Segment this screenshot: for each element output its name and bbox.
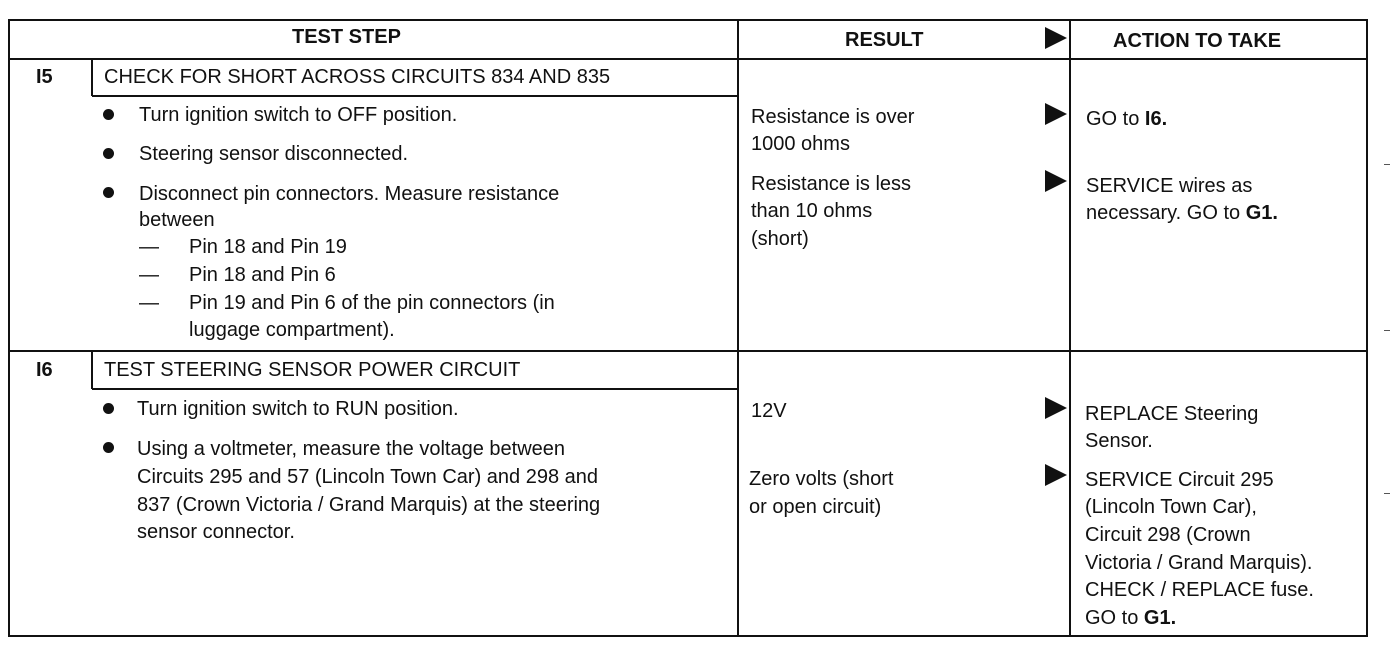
i6-bullet-2-line2: Circuits 295 and 57 (Lincoln Town Car) a… [137, 466, 599, 488]
i6-action-2-text: GO to [1085, 607, 1144, 629]
i6-id-divider [91, 351, 93, 389]
i5-result-2-line1: Resistance is less [751, 173, 912, 195]
dash-icon: — [139, 264, 159, 286]
i5-result-1-line1: Resistance is over [751, 106, 915, 128]
i6-bullet-2-line4: sensor connector. [137, 521, 295, 543]
i5-result-1-line2: 1000 ohms [751, 133, 850, 155]
i6-action-2-line6: GO to G1. [1085, 605, 1176, 631]
i5-action-2-text: necessary. GO to [1086, 202, 1246, 224]
i6-result-1: 12V [751, 400, 787, 422]
result-arrow-icon [1045, 103, 1067, 125]
header-result: RESULT [845, 29, 924, 51]
i6-result-2-line2: or open circuit) [749, 496, 882, 518]
step-id-i6: I6 [36, 359, 53, 381]
i6-action-2-line2: (Lincoln Town Car), [1085, 496, 1257, 518]
i5-dash-3-line2: luggage compartment). [189, 319, 395, 341]
i5-action-2-line1: SERVICE wires as [1086, 175, 1253, 197]
result-arrow-icon [1045, 170, 1067, 192]
i5-dash-2: Pin 18 and Pin 6 [189, 264, 336, 286]
bullet-icon [103, 403, 114, 414]
dash-icon: — [139, 292, 159, 314]
step-id-i5: I5 [36, 66, 53, 88]
i6-bullet-2-line3: 837 (Crown Victoria / Grand Marquis) at … [137, 494, 601, 516]
i5-dash-3-line1: Pin 19 and Pin 6 of the pin connectors (… [189, 292, 555, 314]
i6-action-1-line2: Sensor. [1085, 430, 1153, 452]
i5-action-1-target: I6. [1144, 108, 1168, 130]
margin-tick [1384, 164, 1390, 165]
header-arrow-icon [1045, 27, 1067, 49]
bullet-icon [103, 109, 114, 120]
i6-action-2-line5: CHECK / REPLACE fuse. [1085, 579, 1314, 601]
result-arrow-icon [1045, 397, 1067, 419]
i6-action-1-line1: REPLACE Steering [1085, 403, 1259, 425]
dash-icon: — [139, 236, 159, 258]
i6-title-rule [92, 388, 738, 390]
i5-bullet-3-line1: Disconnect pin connectors. Measure resis… [139, 183, 560, 205]
i6-action-2-line3: Circuit 298 (Crown [1085, 524, 1251, 546]
header-test-step: TEST STEP [292, 26, 401, 48]
result-arrow-icon [1045, 464, 1067, 486]
i5-action-1: GO to I6. [1086, 106, 1167, 132]
i6-bullet-2-line1: Using a voltmeter, measure the voltage b… [137, 438, 566, 460]
i5-result-2-line2: than 10 ohms [751, 200, 873, 222]
i5-id-divider [91, 58, 93, 96]
bullet-icon [103, 442, 114, 453]
i6-bullet-1: Turn ignition switch to RUN position. [137, 398, 459, 420]
i6-action-2-line1: SERVICE Circuit 295 [1085, 469, 1274, 491]
bullet-icon [103, 187, 114, 198]
step-title-i6: TEST STEERING SENSOR POWER CIRCUIT [104, 359, 521, 381]
col-divider-result-action [1069, 19, 1071, 637]
i5-action-2-target: G1. [1245, 202, 1278, 224]
col-divider-step-result [737, 19, 739, 637]
row-divider [8, 350, 1368, 352]
i5-result-2-line3: (short) [751, 228, 809, 250]
i5-bullet-1: Turn ignition switch to OFF position. [139, 104, 458, 126]
header-action: ACTION TO TAKE [1113, 30, 1282, 52]
header-rule [8, 58, 1368, 60]
i5-dash-1: Pin 18 and Pin 19 [189, 236, 347, 258]
i5-title-rule [92, 95, 738, 97]
i6-action-2-line4: Victoria / Grand Marquis). [1085, 552, 1313, 574]
i5-bullet-2: Steering sensor disconnected. [139, 143, 409, 165]
i5-action-1-text: GO to [1086, 108, 1145, 130]
i6-action-2-target: G1. [1143, 607, 1177, 629]
step-title-i5: CHECK FOR SHORT ACROSS CIRCUITS 834 AND … [104, 66, 611, 88]
i5-action-2-line2: necessary. GO to G1. [1086, 200, 1278, 226]
margin-tick [1384, 330, 1390, 331]
i5-bullet-3-line2: between [139, 209, 215, 231]
table-frame [8, 19, 1368, 637]
i6-result-2-line1: Zero volts (short [749, 468, 894, 490]
margin-tick [1384, 493, 1390, 494]
bullet-icon [103, 148, 114, 159]
